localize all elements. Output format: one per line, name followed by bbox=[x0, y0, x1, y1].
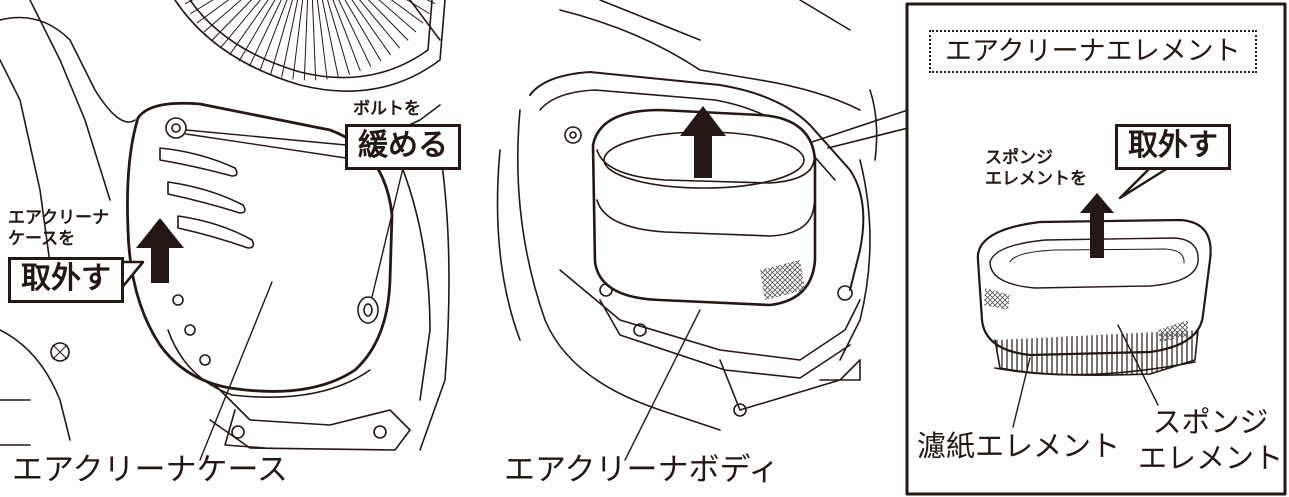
panel-left bbox=[0, 0, 450, 461]
sponge-caption-line2: エレメント bbox=[1138, 441, 1284, 476]
case-instruction-line2: ケースを bbox=[8, 229, 76, 250]
element-title-text: エアクリーナエレメント bbox=[945, 36, 1241, 67]
paper-element-caption: 濾紙エレメント bbox=[917, 429, 1121, 463]
case-instruction-line1: エアクリーナ bbox=[8, 208, 110, 228]
case-remove-text: 取外す bbox=[21, 261, 111, 296]
installed-element bbox=[591, 108, 817, 307]
sponge-element-caption: スポンジ エレメント bbox=[1138, 404, 1283, 477]
panel-right bbox=[905, 2, 1287, 496]
sponge-instruction-line2: エレメントを bbox=[985, 169, 1087, 190]
sponge-instruction-line1: スポンジ bbox=[985, 148, 1053, 168]
bolt-text: ボルトを bbox=[353, 99, 421, 119]
sponge-remove-text: 取外す bbox=[1128, 128, 1218, 163]
panel-middle bbox=[496, 0, 909, 461]
body-caption: エアクリーナボディ bbox=[504, 452, 780, 488]
case-instruction: エアクリーナ ケースを bbox=[8, 208, 109, 251]
bolt-instruction: ボルトを bbox=[353, 99, 421, 120]
element-title: エアクリーナエレメント bbox=[929, 30, 1257, 73]
element-frame bbox=[905, 2, 1287, 496]
loosen-badge: 緩める bbox=[345, 124, 461, 170]
case-caption: エアクリーナケース bbox=[12, 452, 288, 488]
sponge-instruction: スポンジ エレメントを bbox=[985, 148, 1087, 191]
sponge-remove-badge: 取外す bbox=[1115, 124, 1231, 170]
loosen-text: 緩める bbox=[358, 128, 448, 163]
cooling-fan bbox=[174, 0, 446, 92]
case-remove-badge: 取外す bbox=[8, 257, 124, 303]
sponge-caption-line1: スポンジ bbox=[1152, 405, 1269, 439]
